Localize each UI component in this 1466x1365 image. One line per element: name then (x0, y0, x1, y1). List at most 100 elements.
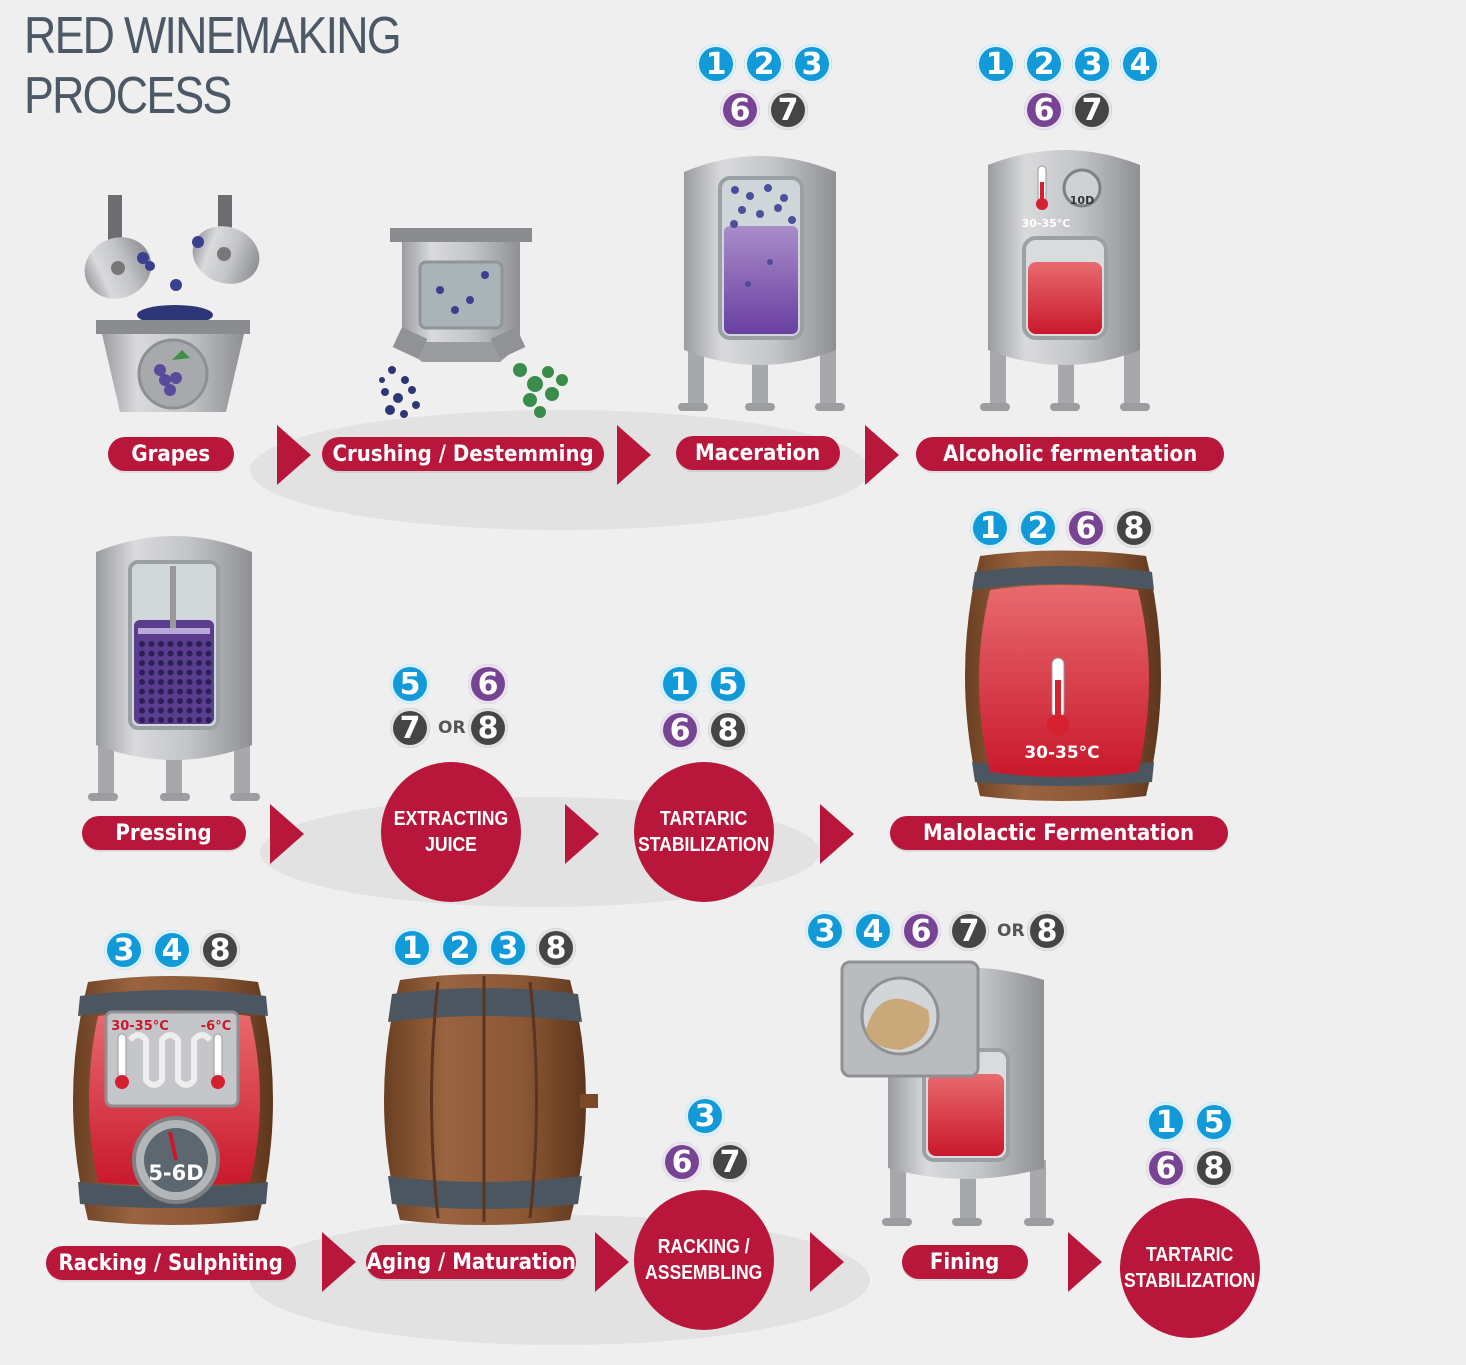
badge-1: 1 (660, 664, 700, 704)
arrow-right-3 (865, 425, 899, 485)
press-dot (148, 650, 155, 657)
press-dot (205, 688, 212, 695)
arrow-right-2 (617, 425, 651, 485)
badge-7: 7 (390, 708, 430, 748)
arrow-right-9 (810, 1232, 844, 1292)
badge-7: 7 (768, 90, 808, 130)
press-dot (177, 688, 183, 695)
press-dot (177, 650, 183, 657)
press-dot (139, 679, 145, 685)
press-dot (186, 679, 193, 685)
badge-8: 8 (1114, 508, 1154, 548)
arrow-right-7 (322, 1232, 356, 1292)
press-dot (167, 717, 174, 723)
press-dot (158, 641, 164, 647)
press-dot (167, 707, 174, 714)
arrow-right-6 (820, 804, 854, 864)
badge-4: 4 (853, 911, 893, 951)
arrow-right-10 (1068, 1232, 1102, 1292)
press-dot (148, 660, 155, 666)
fining-tank-illustration (840, 960, 1054, 1226)
step-racking-label: Racking / Sulphiting (46, 1246, 296, 1280)
arrow-right-5 (565, 804, 599, 864)
press-dot (158, 650, 164, 657)
alcoholic-duration-label: 10D (1070, 194, 1094, 207)
badge-6: 6 (1024, 90, 1064, 130)
press-dot (139, 669, 145, 676)
badge-8: 8 (536, 928, 576, 968)
press-dot (186, 660, 193, 666)
press-dot (139, 698, 145, 704)
press-dot (148, 688, 155, 695)
badge-7: 7 (949, 911, 989, 951)
press-dot (139, 650, 145, 657)
badge-3: 3 (104, 930, 144, 970)
press-dot (205, 698, 212, 704)
press-dot (158, 698, 164, 704)
press-dot (167, 688, 174, 695)
badge-3: 3 (488, 928, 528, 968)
racking-barrel-illustration: 30-35°C -6°C 5-6D (73, 976, 273, 1225)
press-dot (139, 707, 145, 714)
press-dot (196, 660, 202, 666)
press-dot (196, 650, 202, 657)
press-dot (167, 679, 174, 685)
press-dot (148, 698, 155, 704)
title-line-2: PROCESS (24, 67, 232, 125)
badge-1: 1 (1146, 1102, 1186, 1142)
press-dot (158, 669, 164, 676)
badge-3: 3 (792, 44, 832, 84)
grapes-hopper-illustration (84, 195, 260, 412)
badge-6: 6 (1066, 508, 1106, 548)
step-fining-label: Fining (902, 1245, 1028, 1279)
press-dot (148, 707, 155, 714)
badge-8: 8 (1027, 911, 1067, 951)
step-pressing-label: Pressing (82, 816, 246, 850)
badge-7: 7 (710, 1142, 750, 1182)
press-dot (186, 717, 193, 723)
step-grapes-label: Grapes (108, 437, 234, 471)
crusher-illustration (379, 228, 568, 418)
racking-duration-label: 5-6D (148, 1161, 203, 1185)
badge-6: 6 (662, 1142, 702, 1182)
press-dot (177, 641, 183, 647)
press-dot (205, 707, 212, 714)
step-racking-assembling: RACKING /ASSEMBLING (634, 1190, 774, 1330)
malolactic-temp-label: 30-35°C (1024, 743, 1099, 763)
press-dot (158, 679, 164, 685)
press-dot (148, 669, 155, 676)
press-dot (148, 679, 155, 685)
badge-6: 6 (901, 911, 941, 951)
press-dot (177, 717, 183, 723)
press-dot (167, 641, 174, 647)
badge-7: 7 (1072, 90, 1112, 130)
press-dot (177, 679, 183, 685)
badge-3: 3 (685, 1096, 725, 1136)
badge-3: 3 (1072, 44, 1112, 84)
badge-2: 2 (1018, 508, 1058, 548)
press-dot (205, 679, 212, 685)
badge-6: 6 (1146, 1148, 1186, 1188)
badge-4: 4 (1120, 44, 1160, 84)
press-dot (186, 650, 193, 657)
press-dot (177, 660, 183, 666)
press-dot (205, 669, 212, 676)
arrow-right-4 (270, 804, 304, 864)
step-crushing-label: Crushing / Destemming (322, 437, 604, 471)
press-dot (139, 717, 145, 723)
badge-1: 1 (392, 928, 432, 968)
step-alcoholic-label: Alcoholic fermentation (916, 437, 1224, 471)
press-dot (177, 707, 183, 714)
alcoholic-temp-label: 30-35°C (1022, 217, 1071, 230)
badge-8: 8 (468, 708, 508, 748)
press-dot (205, 650, 212, 657)
press-dot (196, 707, 202, 714)
badge-2: 2 (440, 928, 480, 968)
press-dot (196, 698, 202, 704)
press-dot (196, 717, 202, 723)
press-dot (205, 717, 212, 723)
